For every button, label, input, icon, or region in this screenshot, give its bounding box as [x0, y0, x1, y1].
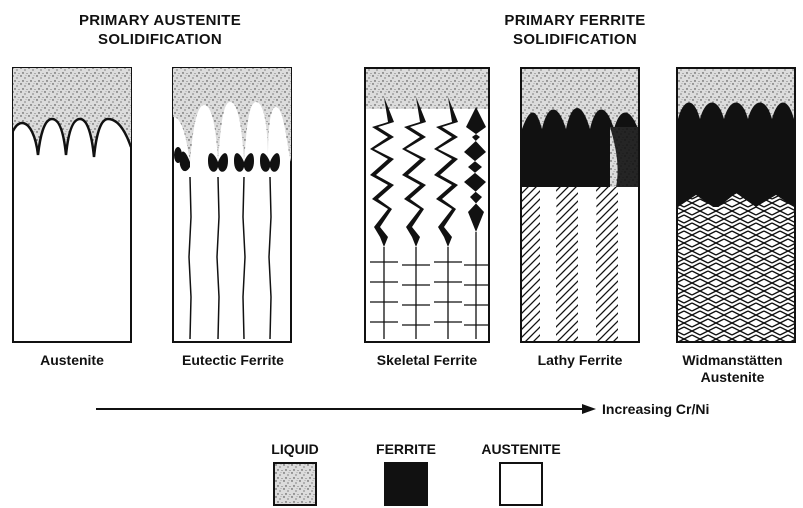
legend-label-ferrite: FERRITE	[361, 441, 451, 458]
legend-label-austenite: AUSTENITE	[476, 441, 566, 458]
legend-label-liquid: LIQUID	[250, 441, 340, 458]
caption-austenite: Austenite	[12, 352, 132, 369]
panel-eutectic-ferrite	[172, 67, 292, 343]
legend-swatch-ferrite	[384, 462, 428, 506]
panel-austenite	[12, 67, 132, 343]
panel-skeletal-ferrite	[364, 67, 490, 343]
heading-primary-ferrite: PRIMARY FERRITE SOLIDIFICATION	[455, 11, 695, 49]
heading-primary-austenite-line2: SOLIDIFICATION	[40, 30, 280, 49]
panel-widmanstatten-austenite	[676, 67, 796, 343]
heading-primary-austenite: PRIMARY AUSTENITE SOLIDIFICATION	[40, 11, 280, 49]
heading-primary-ferrite-line2: SOLIDIFICATION	[455, 30, 695, 49]
heading-primary-austenite-line1: PRIMARY AUSTENITE	[40, 11, 280, 30]
caption-lathy-ferrite: Lathy Ferrite	[510, 352, 650, 369]
caption-eutectic-ferrite: Eutectic Ferrite	[158, 352, 308, 369]
heading-primary-ferrite-line1: PRIMARY FERRITE	[455, 11, 695, 30]
axis-label: Increasing Cr/Ni	[602, 401, 709, 418]
legend-swatch-liquid	[273, 462, 317, 506]
caption-widmanstatten-line1: Widmanstätten	[660, 352, 803, 369]
caption-widmanstatten-line2: Austenite	[660, 369, 803, 386]
cr-ni-arrow	[96, 402, 596, 416]
legend-swatch-austenite	[499, 462, 543, 506]
panel-lathy-ferrite	[520, 67, 640, 343]
caption-widmanstatten-austenite: Widmanstätten Austenite	[660, 352, 803, 386]
caption-skeletal-ferrite: Skeletal Ferrite	[352, 352, 502, 369]
